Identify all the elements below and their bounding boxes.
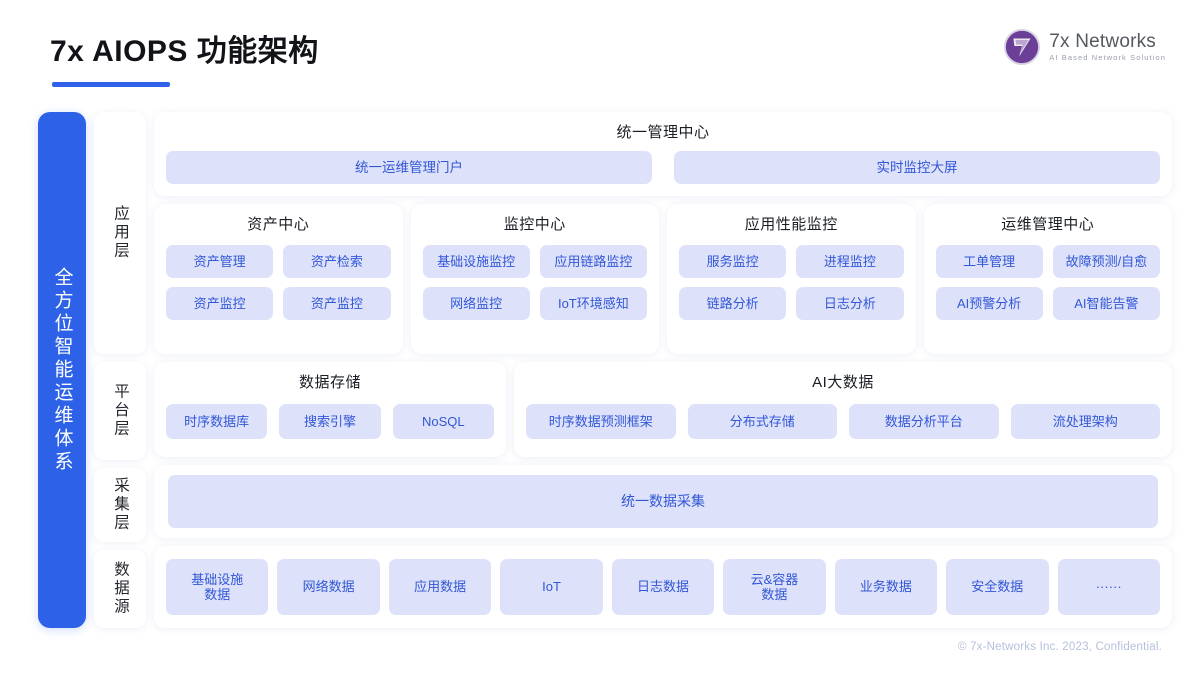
- pill-realtime-dashboard[interactable]: 实时监控大屏: [674, 151, 1160, 184]
- pill-asset-search[interactable]: 资产检索: [283, 245, 391, 278]
- footer-copyright: © 7x-Networks Inc. 2023, Confidential.: [958, 641, 1162, 653]
- pill-more-ellipsis[interactable]: ······: [1057, 558, 1160, 615]
- pill-asset-monitor-2[interactable]: 资产监控: [283, 287, 391, 320]
- group-items-ai-bigdata: 时序数据预测框架 分布式存储 数据分析平台 流处理架构: [526, 404, 1160, 439]
- pill-infrastructure-monitoring[interactable]: 基础设施监控: [422, 245, 530, 278]
- application-group-row: 资产中心 资产管理 资产检索 资产监控 资产监控 监控中心 基础设施监控 应用链…: [154, 204, 1172, 354]
- pill-application-trace-monitoring[interactable]: 应用链路监控: [539, 245, 647, 278]
- seven-x-emblem-icon: [1003, 28, 1041, 66]
- group-title-ai-bigdata: AI大数据: [812, 374, 874, 391]
- pill-ticket-management[interactable]: 工单管理: [935, 245, 1043, 278]
- brand-logo: 7x Networks AI Based Network Solution: [1003, 28, 1166, 66]
- group-card-ops-management-center: 运维管理中心 工单管理 故障预测/自愈 AI预警分析 AI智能告警: [923, 204, 1172, 354]
- layer-name-application: 应用层: [94, 112, 146, 354]
- pill-time-series-database[interactable]: 时序数据库: [166, 404, 268, 439]
- management-center-title: 统一管理中心: [616, 124, 710, 141]
- group-items-apm: 服务监控 进程监控 链路分析 日志分析: [679, 245, 904, 320]
- pill-fault-prediction-self-healing[interactable]: 故障预测/自愈: [1052, 245, 1160, 278]
- pill-nosql[interactable]: NoSQL: [392, 404, 494, 439]
- pill-infrastructure-data[interactable]: 基础设施数据: [166, 558, 269, 615]
- pill-search-engine[interactable]: 搜索引擎: [279, 404, 381, 439]
- group-card-apm: 应用性能监控 服务监控 进程监控 链路分析 日志分析: [667, 204, 916, 354]
- group-title-monitoring-center: 监控中心: [503, 216, 566, 233]
- pill-process-monitoring[interactable]: 进程监控: [796, 245, 904, 278]
- page-title: 7x AIOPS 功能架构: [50, 35, 319, 68]
- logo-tagline: AI Based Network Solution: [1049, 53, 1166, 63]
- group-card-data-storage: 数据存储 时序数据库 搜索引擎 NoSQL: [154, 362, 506, 458]
- pill-ai-early-warning-analysis[interactable]: AI预警分析: [935, 287, 1043, 320]
- pill-network-monitoring[interactable]: 网络监控: [422, 287, 530, 320]
- pill-log-data[interactable]: 日志数据: [611, 558, 715, 615]
- pill-data-analysis-platform[interactable]: 数据分析平台: [849, 404, 999, 439]
- group-title-ops-management-center: 运维管理中心: [1001, 216, 1095, 233]
- pill-stream-processing-architecture[interactable]: 流处理架构: [1010, 404, 1160, 439]
- platform-layer: 数据存储 时序数据库 搜索引擎 NoSQL AI大数据 时序数据预测框架 分布式…: [154, 362, 1172, 458]
- pill-distributed-storage[interactable]: 分布式存储: [687, 404, 837, 439]
- pill-iot-environment-sensing[interactable]: IoT环境感知: [539, 287, 647, 320]
- pill-ai-intelligent-alarm[interactable]: AI智能告警: [1052, 287, 1160, 320]
- group-items-data-storage: 时序数据库 搜索引擎 NoSQL: [166, 404, 494, 439]
- pill-asset-management[interactable]: 资产管理: [166, 245, 274, 278]
- collection-layer: 统一数据采集: [154, 465, 1172, 538]
- pill-application-data[interactable]: 应用数据: [388, 558, 492, 615]
- layer-name-platform: 平台层: [94, 362, 146, 460]
- pill-unified-data-collection[interactable]: 统一数据采集: [168, 475, 1158, 528]
- group-card-monitoring-center: 监控中心 基础设施监控 应用链路监控 网络监控 IoT环境感知: [410, 204, 659, 354]
- management-center-card: 统一管理中心 统一运维管理门户 实时监控大屏: [154, 112, 1172, 196]
- pill-service-monitoring[interactable]: 服务监控: [679, 245, 787, 278]
- group-items-asset-center: 资产管理 资产检索 资产监控 资产监控: [166, 245, 391, 320]
- pill-iot-data[interactable]: IoT: [500, 558, 603, 615]
- datasource-layer: 基础设施数据 网络数据 应用数据 IoT 日志数据 云&容器数据 业务数据 安全…: [154, 545, 1172, 628]
- group-items-monitoring-center: 基础设施监控 应用链路监控 网络监控 IoT环境感知: [422, 245, 647, 320]
- group-title-apm: 应用性能监控: [744, 216, 838, 233]
- pill-asset-monitor-1[interactable]: 资产监控: [166, 287, 274, 320]
- datasource-items: 基础设施数据 网络数据 应用数据 IoT 日志数据 云&容器数据 业务数据 安全…: [166, 558, 1160, 615]
- logo-wordmark: 7x Networks: [1049, 30, 1157, 52]
- pill-log-analysis[interactable]: 日志分析: [796, 287, 904, 320]
- group-items-ops-management-center: 工单管理 故障预测/自愈 AI预警分析 AI智能告警: [935, 245, 1160, 320]
- pill-cloud-container-data[interactable]: 云&容器数据: [723, 558, 826, 615]
- layer-name-datasource: 数据源: [94, 550, 146, 628]
- group-title-asset-center: 资产中心: [247, 216, 310, 233]
- pill-business-data[interactable]: 业务数据: [834, 558, 938, 615]
- group-card-asset-center: 资产中心 资产管理 资产检索 资产监控 资产监控: [154, 204, 403, 354]
- architecture-board: 全方位智能运维体系 应用层 平台层 采集层 数据源 统一管理中心 统一运维管理门…: [38, 112, 1172, 628]
- pill-trace-analysis[interactable]: 链路分析: [679, 287, 787, 320]
- pill-security-data[interactable]: 安全数据: [946, 558, 1049, 615]
- group-title-data-storage: 数据存储: [298, 374, 361, 391]
- pill-unified-ops-portal[interactable]: 统一运维管理门户: [166, 151, 652, 184]
- layer-name-collection: 采集层: [94, 468, 146, 542]
- pill-ts-forecast-framework[interactable]: 时序数据预测框架: [526, 404, 676, 439]
- management-center-items: 统一运维管理门户 实时监控大屏: [166, 142, 1160, 184]
- group-card-ai-bigdata: AI大数据 时序数据预测框架 分布式存储 数据分析平台 流处理架构: [514, 362, 1172, 458]
- title-underline: [52, 82, 170, 87]
- layer-name-column: 应用层 平台层 采集层 数据源: [94, 112, 146, 628]
- application-layer: 统一管理中心 统一运维管理门户 实时监控大屏 资产中心 资产管理 资产检索 资产…: [154, 112, 1172, 354]
- pill-network-data[interactable]: 网络数据: [277, 558, 380, 615]
- spine-label: 全方位智能运维体系: [38, 112, 86, 628]
- layer-bodies: 统一管理中心 统一运维管理门户 实时监控大屏 资产中心 资产管理 资产检索 资产…: [154, 112, 1172, 628]
